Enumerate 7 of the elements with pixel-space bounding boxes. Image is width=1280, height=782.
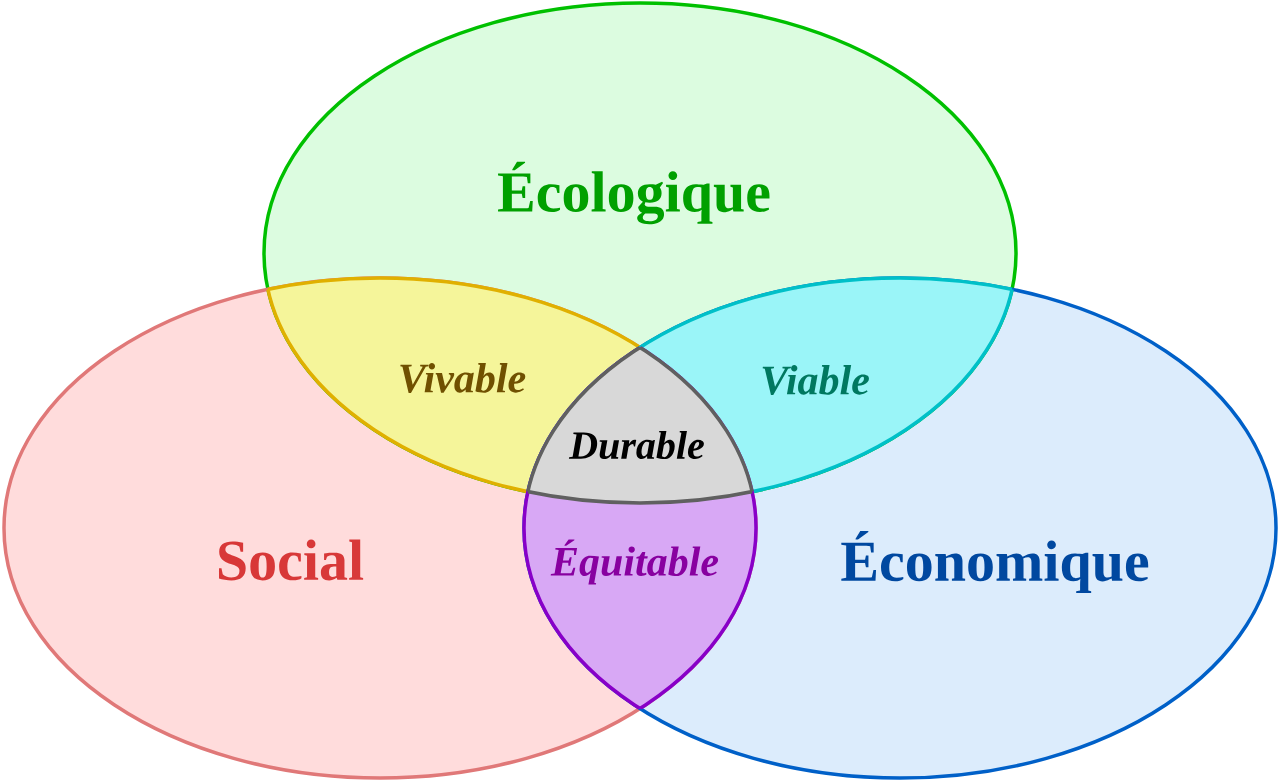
set-label: Économique bbox=[841, 530, 1149, 594]
overlap-label: Vivable bbox=[400, 363, 526, 393]
set-label: Social bbox=[219, 539, 364, 581]
overlap-label: Durable bbox=[568, 430, 704, 460]
overlap-label: Viable bbox=[762, 365, 869, 395]
overlap-label: Équitable bbox=[550, 539, 719, 585]
set-label: Écologique bbox=[498, 161, 770, 225]
